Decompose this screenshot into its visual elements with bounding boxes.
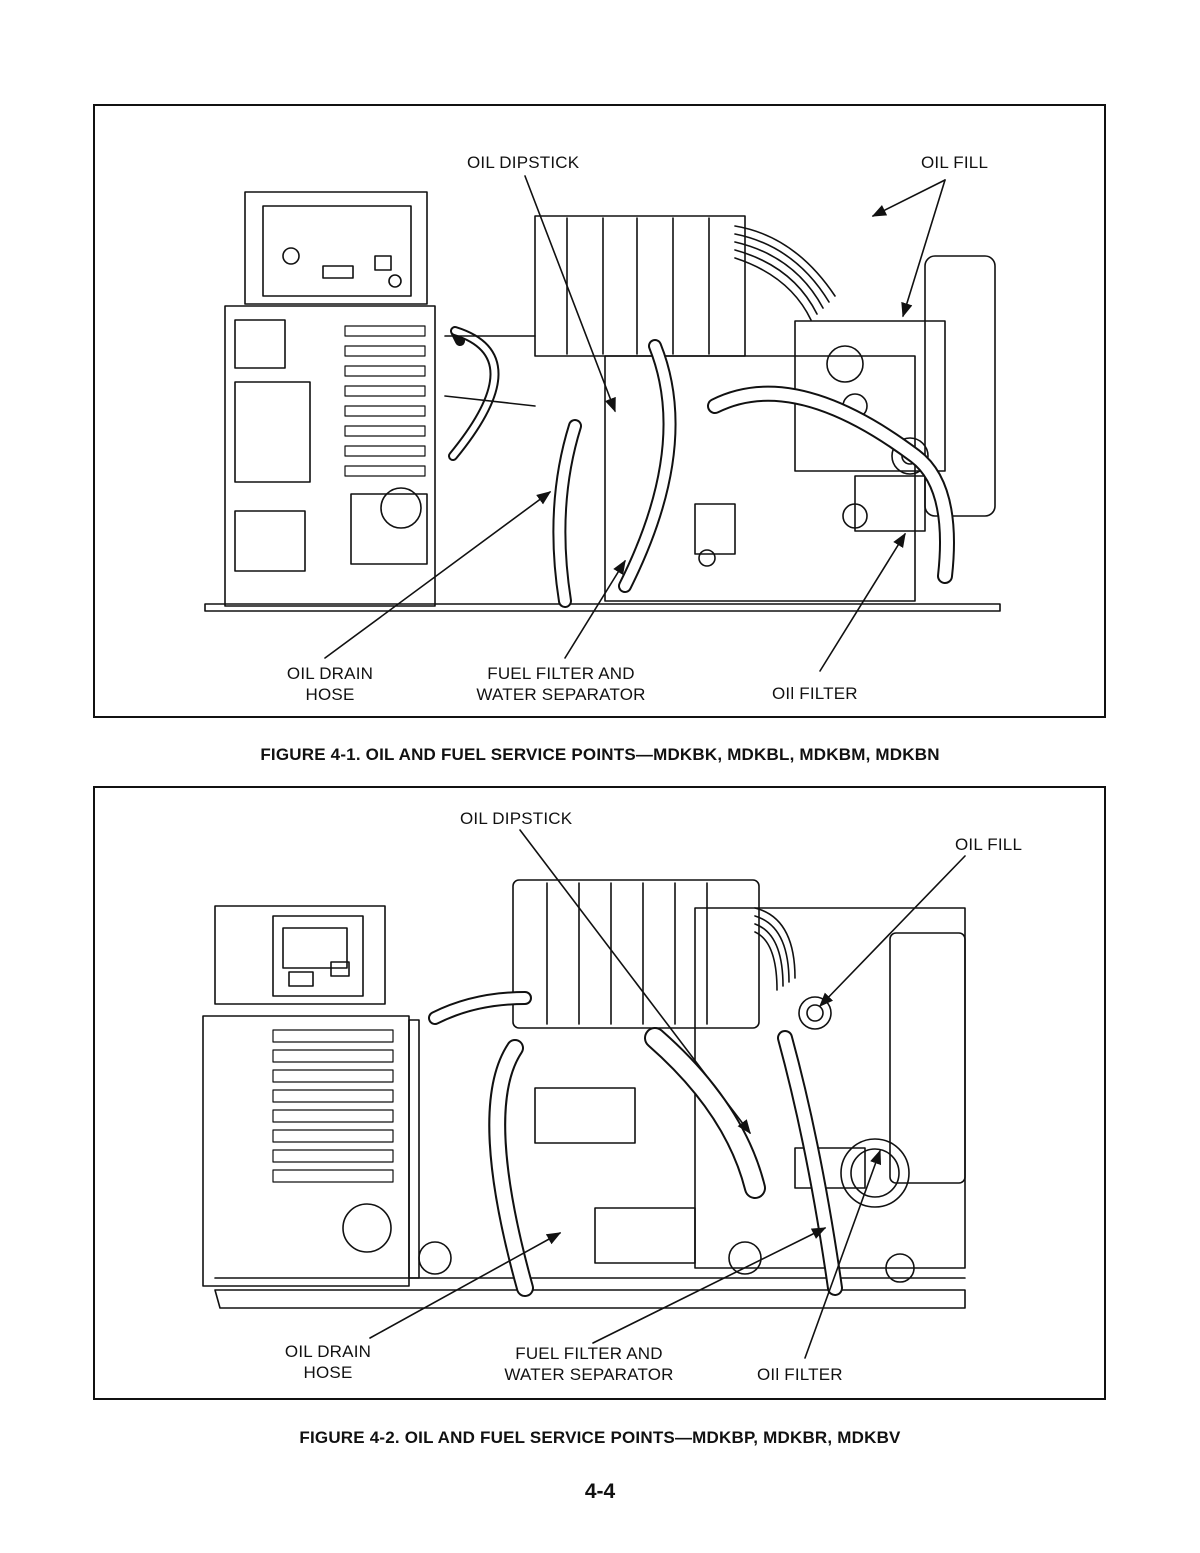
generator-illustration-mdkbp: [202, 829, 966, 1359]
label-oil-drain-hose-2: OIL DRAIN HOSE: [283, 1341, 373, 1383]
oil-filter-leader-2: [804, 1149, 882, 1359]
figure-4-2: OIL DIPSTICK OIL FILL OIL DRAIN HOSE FUE…: [93, 786, 1106, 1400]
label-oil-filter-2: OIl FILTER: [757, 1365, 843, 1384]
figure-4-1-caption: FIGURE 4-1. OIL AND FUEL SERVICE POINTS—…: [260, 745, 940, 764]
fuel-filter-leader: [564, 559, 626, 659]
oil-dipstick-leader: [524, 175, 616, 413]
label-fuel-filter: FUEL FILTER AND WATER SEPARATOR: [471, 663, 651, 705]
label-oil-filter: OIl FILTER: [772, 684, 858, 703]
oil-dipstick-leader-2: [519, 829, 751, 1135]
label-fuel-filter-2: FUEL FILTER AND WATER SEPARATOR: [499, 1343, 679, 1385]
oil-fill-leader-1: [871, 179, 946, 217]
page-number: 4-4: [584, 1480, 616, 1503]
label-fuel-filter-2-line1: FUEL FILTER AND: [515, 1344, 663, 1363]
figure-4-2-caption: FIGURE 4-2. OIL AND FUEL SERVICE POINTS—…: [299, 1428, 901, 1447]
label-fuel-filter-line1: FUEL FILTER AND: [487, 664, 635, 683]
oil-fill-leader-3: [818, 855, 966, 1008]
figure-4-1: OIL DIPSTICK OIL FILL OIL DRAIN HOSE FUE…: [93, 104, 1106, 718]
label-oil-fill-2: OIL FILL: [955, 835, 1023, 854]
label-oil-dipstick: OIL DIPSTICK: [467, 153, 580, 172]
oil-drain-hose-leader: [324, 491, 552, 659]
oil-filter-leader: [819, 532, 906, 672]
label-oil-dipstick-2: OIL DIPSTICK: [460, 809, 573, 828]
label-oil-drain-hose-2-line1: OIL DRAIN: [284, 1342, 372, 1361]
generator-illustration-mdkbk: [204, 175, 1001, 672]
label-oil-drain-hose-2-line2: HOSE: [303, 1363, 353, 1382]
oil-drain-hose-leader-2: [369, 1232, 562, 1339]
label-oil-drain-hose: OIL DRAIN HOSE: [285, 663, 375, 705]
label-fuel-filter-line2: WATER SEPARATOR: [476, 685, 646, 704]
oil-fill-leader-2: [901, 179, 946, 318]
label-oil-fill: OIL FILL: [921, 153, 989, 172]
label-oil-drain-hose-line2: HOSE: [305, 685, 355, 704]
label-oil-drain-hose-line1: OIL DRAIN: [286, 664, 374, 683]
label-fuel-filter-2-line2: WATER SEPARATOR: [504, 1365, 674, 1384]
fuel-filter-leader-2: [592, 1227, 827, 1344]
